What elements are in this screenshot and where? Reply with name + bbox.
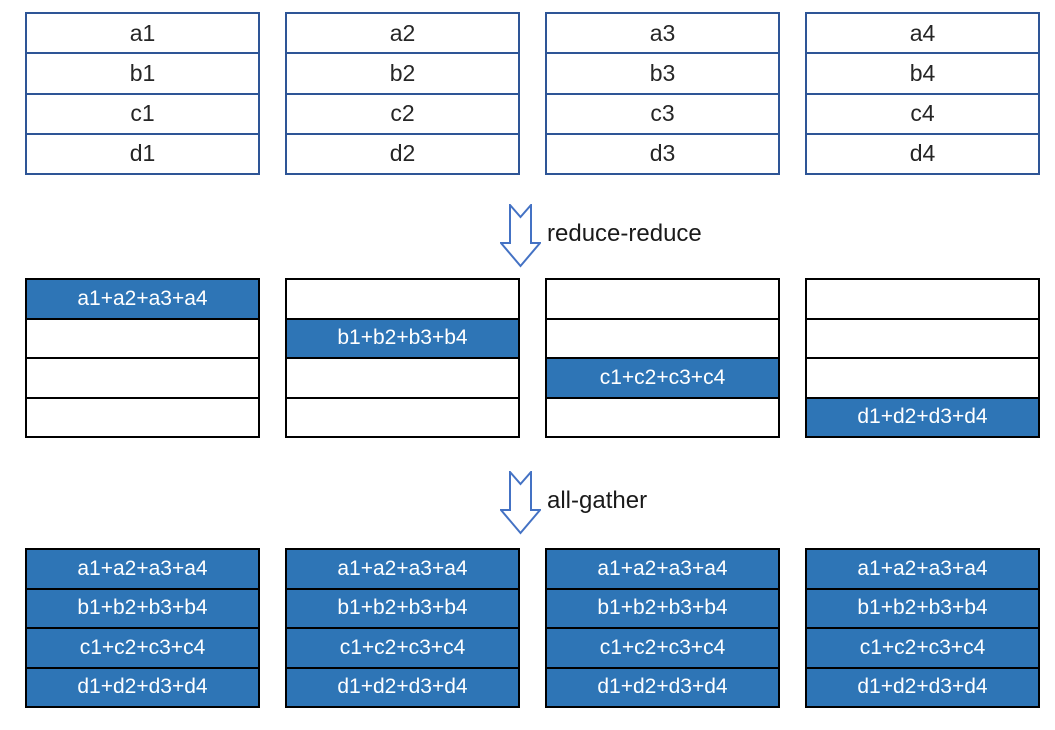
table-cell: c2 <box>287 92 518 133</box>
table-cell: b4 <box>807 52 1038 92</box>
memory-table: a1+a2+a3+a4 b1+b2+b3+b4 c1+c2+c3+c4 d1+d… <box>805 548 1040 708</box>
table-cell <box>27 396 258 437</box>
table-cell: d4 <box>807 132 1038 173</box>
memory-table: a1+a2+a3+a4 b1+b2+b3+b4 c1+c2+c3+c4 d1+d… <box>285 548 520 708</box>
table-cell: a4 <box>909 19 936 46</box>
table-cell: b2 <box>287 52 518 92</box>
table-cell <box>547 280 778 318</box>
stage-after-reduce: a1+a2+a3+a4 b1+b2+b3+b4 c1+c2+c3+c4 d1+d… <box>25 278 1040 438</box>
down-arrow-icon <box>500 471 541 535</box>
table-cell: b1+b2+b3+b4 <box>547 587 778 627</box>
table-cell: c1+c2+c3+c4 <box>547 627 778 667</box>
table-cell: a1+a2+a3+a4 <box>547 550 778 588</box>
table-cell: b3 <box>547 52 778 92</box>
table-cell: d1+d2+d3+d4 <box>27 666 258 706</box>
table-cell: b1+b2+b3+b4 <box>27 587 258 627</box>
table-cell <box>287 357 518 397</box>
arrow-label: all-gather <box>547 487 648 514</box>
memory-table: b1+b2+b3+b4 <box>285 278 520 438</box>
memory-table: c1+c2+c3+c4 <box>545 278 780 438</box>
table-cell <box>547 396 778 437</box>
stage-input-shards: a1 b1 c1 d1 a2 b2 c2 d2 a3 b3 c3 d3 a4 b… <box>25 12 1040 175</box>
table-cell: a3 <box>649 19 676 46</box>
table-cell: a1+a2+a3+a4 <box>287 550 518 588</box>
reduce-arrow-group: reduce-reduce <box>500 204 702 268</box>
stage-after-all-gather: a1+a2+a3+a4 b1+b2+b3+b4 c1+c2+c3+c4 d1+d… <box>25 548 1040 708</box>
memory-table: a1+a2+a3+a4 b1+b2+b3+b4 c1+c2+c3+c4 d1+d… <box>545 548 780 708</box>
table-cell: c3 <box>547 92 778 133</box>
table-cell: b1 <box>27 52 258 92</box>
table-cell: a2 <box>389 19 416 46</box>
table-cell: d1 <box>27 132 258 173</box>
table-cell <box>547 317 778 358</box>
gather-arrow-group: all-gather <box>500 471 647 535</box>
table-cell: d1+d2+d3+d4 <box>287 666 518 706</box>
table-cell: c1 <box>27 92 258 133</box>
memory-table: a4 b4 c4 d4 <box>805 12 1040 175</box>
table-cell: c1+c2+c3+c4 <box>27 627 258 667</box>
down-arrow-icon <box>500 204 541 268</box>
table-cell: c1+c2+c3+c4 <box>807 627 1038 667</box>
table-cell: d1+d2+d3+d4 <box>807 396 1038 436</box>
table-cell: b1+b2+b3+b4 <box>287 317 518 357</box>
table-cell <box>807 317 1038 358</box>
table-cell: a1+a2+a3+a4 <box>27 550 258 588</box>
arrow-label: reduce-reduce <box>547 220 702 247</box>
memory-table: a1+a2+a3+a4 b1+b2+b3+b4 c1+c2+c3+c4 d1+d… <box>25 548 260 708</box>
table-cell: a1+a2+a3+a4 <box>807 550 1038 588</box>
table-cell: d1+d2+d3+d4 <box>547 666 778 706</box>
table-cell <box>287 396 518 437</box>
table-cell: a1+a2+a3+a4 <box>27 280 258 318</box>
table-cell: d2 <box>287 132 518 173</box>
memory-table: a2 b2 c2 d2 <box>285 12 520 175</box>
table-cell <box>807 357 1038 397</box>
memory-table: d1+d2+d3+d4 <box>805 278 1040 438</box>
table-cell: b1+b2+b3+b4 <box>287 587 518 627</box>
memory-table: a1 b1 c1 d1 <box>25 12 260 175</box>
table-cell: d3 <box>547 132 778 173</box>
memory-table: a3 b3 c3 d3 <box>545 12 780 175</box>
table-cell: a1 <box>129 19 156 46</box>
memory-table: a1+a2+a3+a4 <box>25 278 260 438</box>
table-cell: c1+c2+c3+c4 <box>287 627 518 667</box>
table-cell <box>27 317 258 358</box>
table-cell: d1+d2+d3+d4 <box>807 666 1038 706</box>
table-cell: c4 <box>807 92 1038 133</box>
table-cell <box>287 280 518 318</box>
table-cell <box>807 280 1038 318</box>
table-cell: c1+c2+c3+c4 <box>547 357 778 397</box>
table-cell <box>27 357 258 397</box>
table-cell: b1+b2+b3+b4 <box>807 587 1038 627</box>
